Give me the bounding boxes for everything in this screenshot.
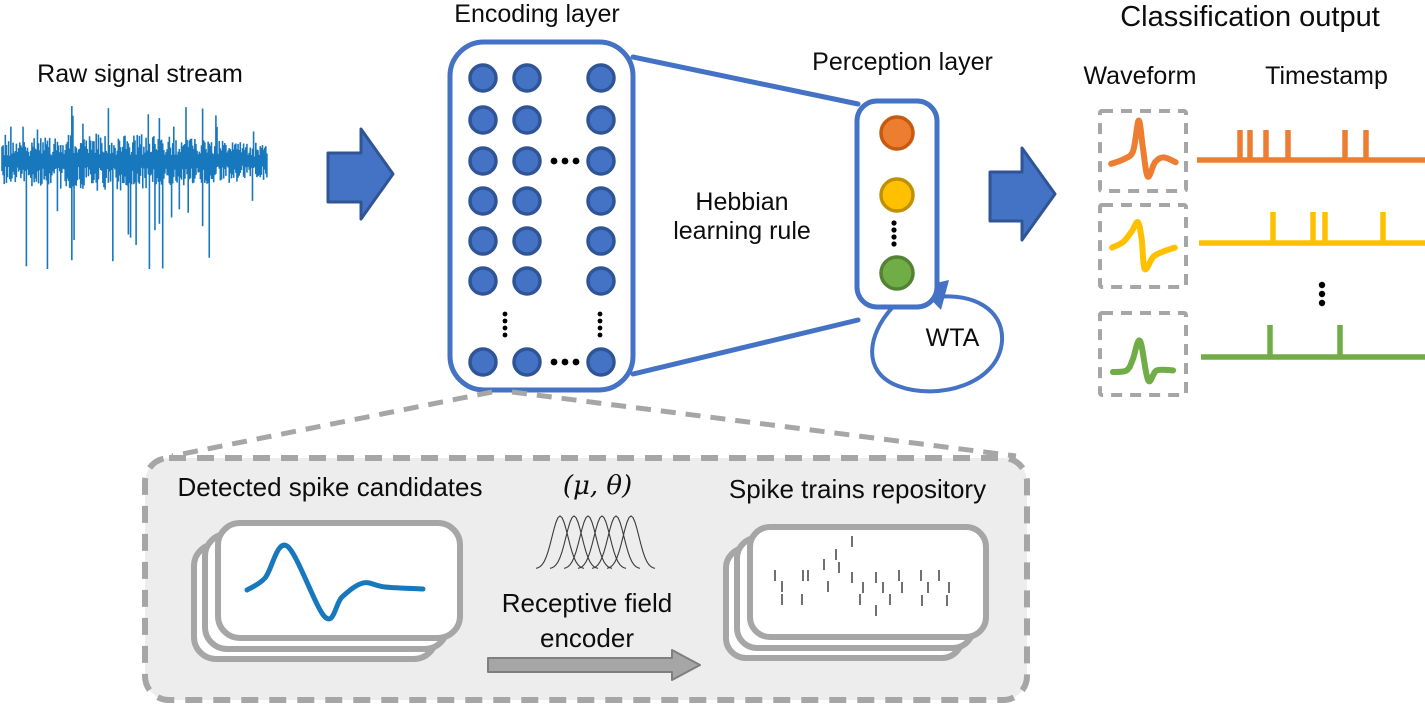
perception-layer-label: Perception layer [812,48,993,76]
encoding-neuron [586,186,616,216]
classification-output-graphics [1098,109,1425,397]
ellipsis-dot [561,157,569,165]
encoding-neuron [512,146,542,176]
zoom-connector-left [171,389,493,459]
encoding-neuron [586,146,616,176]
ellipsis-dot [891,220,897,226]
raw-signal-waveform [1,106,268,269]
ellipsis-dot [550,358,558,366]
gaussian-curve [549,515,599,569]
encoding-neuron [586,266,616,296]
perception-neurons [879,115,915,291]
candidate-spike-curve [244,542,426,622]
encoding-layer-box [447,39,636,393]
detected-spike-waveform [244,542,426,622]
ellipsis-dot [572,358,580,366]
wta-label: WTA [925,324,980,352]
ellipsis-dot [597,325,603,331]
encoding-neuron [512,63,542,93]
timestamp-column-header: Timestamp [1265,62,1388,90]
encoding-neuron [586,347,616,377]
encoding-neuron [586,63,616,93]
encoding-neuron [468,146,498,176]
receptive-field-gaussians [535,515,656,569]
ellipsis-dot [891,227,897,233]
flow-arrow-1 [326,127,395,221]
ellipsis-dot [891,234,897,240]
waveform-box [1098,311,1188,397]
hebbian-rule-label: Hebbian learning rule [673,188,811,245]
waveform-column-header: Waveform [1083,62,1197,90]
encoding-perception-connector-top [630,54,861,107]
receptive-field-encoder-label: Receptive field encoder [501,588,673,654]
perception-neuron [879,177,915,213]
classification-output-title: Classification output [1120,1,1380,33]
wta-feedback-loop [870,294,1005,394]
encoding-neuron [512,347,542,377]
encoding-neuron [512,186,542,216]
perception-neuron [879,115,915,151]
ellipsis-dot [1318,290,1326,298]
encoding-neurons [468,63,616,377]
ellipsis-dot [572,157,580,165]
ellipsis-dot [1318,281,1326,289]
ellipsis-dot [891,241,897,247]
ellipsis-dot [502,332,508,338]
stacked-card [747,524,989,640]
encoding-neuron [586,226,616,256]
spike-train-raster [774,536,950,616]
ellipsis-dot [597,332,603,338]
gaussian-curve [591,515,641,569]
waveform-glyph [1109,337,1177,385]
encoding-neuron [512,226,542,256]
encoding-perception-connector-bottom [630,317,861,377]
stacked-card [215,520,463,641]
encoding-neuron [512,105,542,135]
ellipsis-dot [502,325,508,331]
waveform-box [1098,203,1188,289]
detected-spike-candidates-label: Detected spike candidates [177,472,483,502]
spike-train-cards [723,524,989,661]
waveform-box [1098,109,1188,193]
encoding-neuron [468,186,498,216]
ellipsis-dot [597,318,603,324]
ellipsis-dot [550,157,558,165]
encoding-neuron [468,266,498,296]
spike-trains-repository-label: Spike trains repository [728,474,987,504]
encoding-neuron [512,266,542,296]
gaussian-curve [606,515,656,569]
waveform-glyph [1108,117,1179,180]
encoding-neuron [468,226,498,256]
encoding-neuron [468,347,498,377]
ellipsis-dot [597,311,603,317]
ellipsis-dot [502,311,508,317]
gaussian-curve [563,515,613,569]
waveform-glyph [1109,219,1178,273]
gaussian-curve [535,515,585,569]
raw-signal-label: Raw signal stream [37,60,243,88]
encoding-layer-label: Encoding layer [454,0,620,28]
ellipsis-dot [561,358,569,366]
mu-theta-label: (μ, θ) [562,471,633,501]
zoom-connector-right [511,389,1017,459]
ellipsis-dot [1318,299,1326,307]
gaussian-curve [577,515,627,569]
perception-neuron [879,255,915,291]
encoding-neuron [586,105,616,135]
ellipsis-dot [502,318,508,324]
encoding-neuron [468,63,498,93]
encoding-neuron [468,105,498,135]
flow-arrow-2 [988,146,1057,242]
encoder-arrow [487,649,701,681]
